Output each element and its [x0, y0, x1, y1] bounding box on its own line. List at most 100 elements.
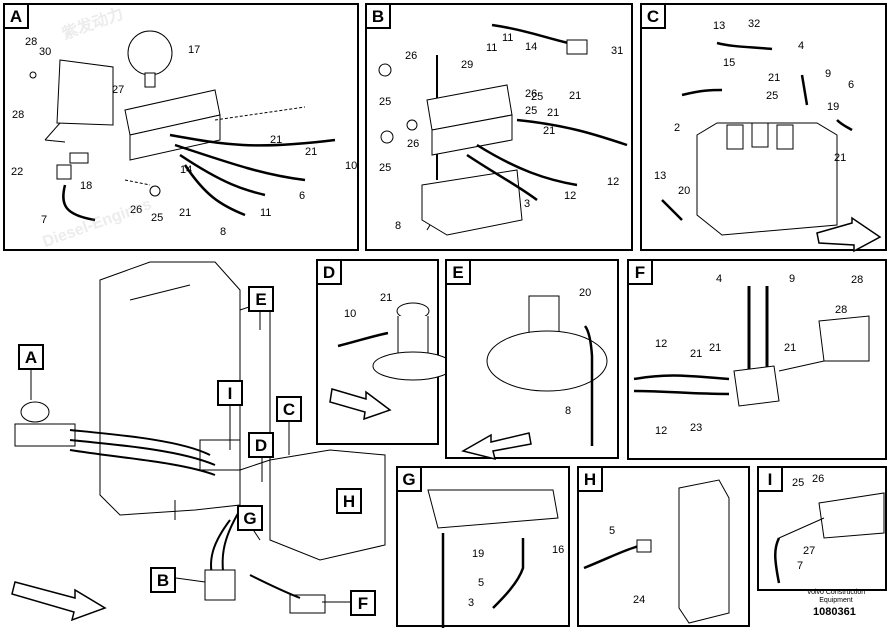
label: 19 — [827, 101, 840, 113]
label: 9 — [825, 68, 832, 80]
label: 21 — [690, 348, 703, 360]
label: 16 — [552, 544, 565, 556]
label: 23 — [690, 422, 703, 434]
panel-c: C 13 32 4 15 21 9 25 19 2 6 21 13 20 — [640, 3, 887, 253]
label: 12 — [655, 425, 668, 437]
label: 7 — [797, 560, 804, 572]
label: 21 — [270, 134, 283, 146]
callout-e: E — [248, 286, 274, 312]
callout-a: A — [18, 344, 44, 370]
label: 4 — [716, 273, 723, 285]
panel-i-tag: I — [757, 466, 783, 492]
callout-f: F — [350, 590, 376, 616]
label: 28 — [851, 274, 864, 286]
label: 25 — [531, 91, 544, 103]
callout-c: C — [276, 396, 302, 422]
panel-i: I 25 26 27 7 — [757, 466, 887, 591]
label: 29 — [461, 59, 474, 71]
label: 12 — [564, 190, 577, 202]
label: 9 — [789, 273, 796, 285]
label: 21 — [569, 90, 582, 102]
callout-g: G — [237, 505, 263, 531]
label: 25 — [379, 162, 392, 174]
panel-f-drawing — [633, 286, 870, 407]
panel-d-tag: D — [316, 259, 342, 285]
label: 21 — [834, 152, 847, 164]
panel-d-drawing — [329, 302, 454, 421]
label: 7 — [41, 214, 48, 226]
label: 21 — [179, 207, 192, 219]
footer-line2: Equipment — [819, 597, 853, 604]
label: 26 — [130, 204, 143, 216]
panel-h: H 5 24 — [577, 466, 750, 627]
panel-a-drawing — [29, 30, 336, 222]
label: 21 — [380, 292, 393, 304]
label: 11 — [260, 207, 272, 219]
label: 3 — [468, 597, 475, 609]
label: 13 — [654, 170, 667, 182]
label: 31 — [611, 45, 624, 57]
label: 8 — [395, 220, 402, 232]
footer-company: Volvo Construction Equipment — [795, 589, 877, 605]
label: 25 — [525, 105, 538, 117]
label: 6 — [299, 190, 306, 202]
panel-g: G 19 16 5 3 — [396, 466, 570, 628]
label: 26 — [407, 138, 420, 150]
panel-f-tag: F — [627, 259, 653, 285]
label: 11 — [502, 32, 514, 44]
label: 30 — [39, 46, 52, 58]
label: 28 — [25, 36, 38, 48]
label: 4 — [798, 40, 805, 52]
label: 3 — [524, 198, 531, 210]
panel-h-tag: H — [577, 466, 603, 492]
panel-d: D 21 10 — [316, 259, 454, 445]
panel-i-drawing — [774, 492, 885, 584]
label: 27 — [112, 84, 125, 96]
label: 26 — [405, 50, 418, 62]
panel-f: F 4 9 28 28 21 21 12 21 12 23 — [627, 259, 887, 460]
label: 26 — [812, 473, 825, 485]
label: 25 — [151, 212, 164, 224]
label: 5 — [609, 525, 616, 537]
callout-h: H — [336, 488, 362, 514]
label: 20 — [678, 185, 691, 197]
label: 13 — [713, 20, 726, 32]
label: 25 — [379, 96, 392, 108]
label: 15 — [723, 57, 736, 69]
panel-h-drawing — [583, 479, 730, 624]
panel-c-tag: C — [640, 3, 666, 29]
label: 20 — [579, 287, 592, 299]
panel-e-tag: E — [445, 259, 471, 285]
panel-b-drawing — [378, 23, 628, 236]
label: 26 — [525, 88, 538, 100]
label: 21 — [768, 72, 781, 84]
callout-d: D — [248, 432, 274, 458]
label: 21 — [547, 107, 560, 119]
panel-a: A 28 30 17 27 28 22 18 14 21 21 10 6 11 … — [3, 3, 359, 251]
label: 14 — [525, 41, 538, 53]
label: 8 — [220, 226, 227, 238]
panel-b-tag: B — [365, 3, 391, 29]
label: 10 — [344, 308, 357, 320]
callout-b: B — [150, 567, 176, 593]
label: 32 — [748, 18, 761, 30]
panel-c-drawing — [661, 41, 882, 253]
label: 24 — [633, 594, 646, 606]
callout-i: I — [217, 380, 243, 406]
label: 27 — [803, 545, 816, 557]
panel-a-tag: A — [3, 3, 29, 29]
label: 6 — [848, 79, 855, 91]
label: 28 — [835, 304, 848, 316]
label: 25 — [766, 90, 779, 102]
label: 25 — [792, 477, 805, 489]
label: 21 — [784, 342, 797, 354]
footer-line1: Volvo Construction — [806, 589, 866, 596]
label: 8 — [565, 405, 572, 417]
label: 5 — [478, 577, 485, 589]
panel-e-drawing — [461, 295, 608, 461]
panel-g-drawing — [427, 489, 559, 628]
label: 11 — [486, 42, 498, 54]
label: 2 — [674, 122, 681, 134]
label: 21 — [305, 146, 318, 158]
